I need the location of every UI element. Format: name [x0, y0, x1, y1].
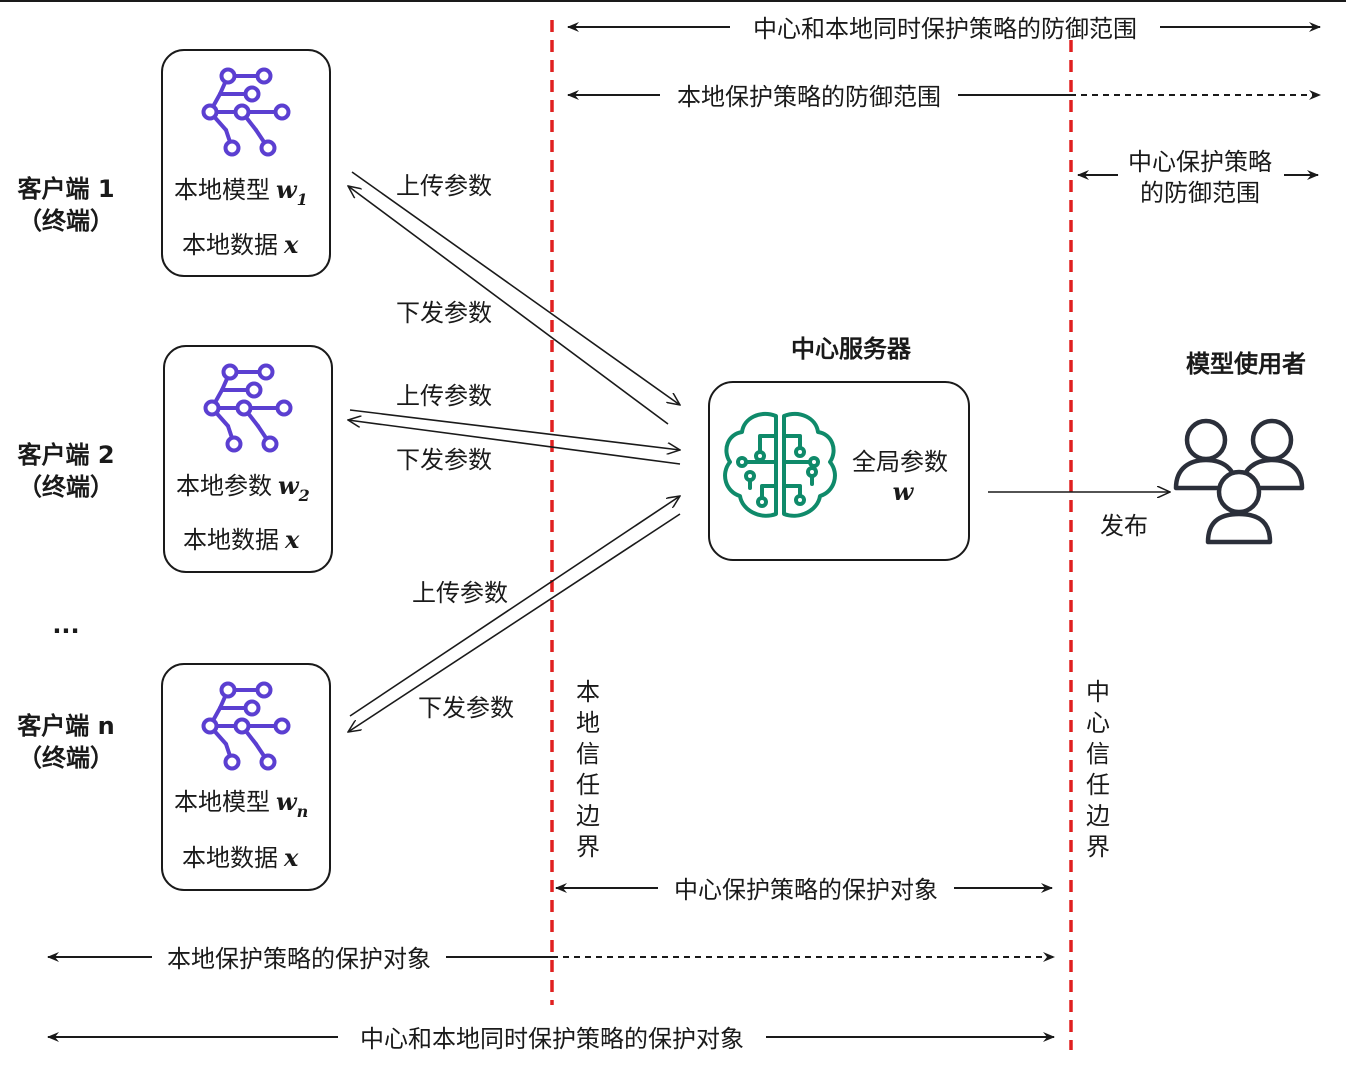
client-2-subtitle: （终端） — [18, 473, 114, 501]
range-center-defense-label-1: 中心保护策略 — [1128, 148, 1272, 176]
range-center-object-label: 中心保护策略的保护对象 — [674, 876, 938, 904]
range-both-object: 中心和本地同时保护策略的保护对象 — [47, 1025, 1055, 1053]
center-boundary-label-char: 信 — [1086, 740, 1110, 768]
range-local-object-label: 本地保护策略的保护对象 — [167, 945, 431, 973]
client-n-name: 客户端 n — [17, 712, 114, 740]
upload-label-2: 上传参数 — [396, 382, 492, 410]
server-param-label: 全局参数 — [852, 448, 948, 476]
client-1-name: 客户端 1 — [17, 175, 114, 203]
client-1-subtitle: （终端） — [18, 207, 114, 235]
local-boundary-label-char: 任 — [576, 771, 600, 799]
users-title: 模型使用者 — [1186, 350, 1306, 378]
download-label-2: 下发参数 — [396, 446, 492, 474]
local-boundary-label-char: 地 — [576, 709, 600, 737]
local-boundary-label-char: 本 — [576, 678, 600, 706]
center-boundary-label-char: 任 — [1086, 771, 1110, 799]
download-label-1: 下发参数 — [396, 299, 492, 327]
center-boundary-label-char: 心 — [1086, 709, 1110, 737]
range-center-defense-label-2: 的防御范围 — [1140, 179, 1260, 207]
range-both-object-label: 中心和本地同时保护策略的保护对象 — [360, 1025, 744, 1053]
center-boundary-label-char: 中 — [1086, 678, 1110, 706]
server-title: 中心服务器 — [791, 335, 912, 363]
model-tree-icon — [201, 67, 291, 157]
model-tree-icon — [203, 363, 293, 453]
download-label-n: 下发参数 — [418, 694, 514, 722]
brain-circuit-icon — [723, 412, 837, 518]
upload-label-n: 上传参数 — [412, 579, 508, 607]
users-group-icon — [1173, 418, 1305, 545]
server-param-symbol: w — [893, 477, 915, 506]
model-tree-icon — [201, 681, 291, 771]
range-both-defense: 中心和本地同时保护策略的防御范围 — [567, 15, 1321, 43]
local-boundary-label-char: 界 — [576, 833, 600, 861]
range-center-object: 中心保护策略的保护对象 — [555, 876, 1053, 904]
client-n-subtitle: （终端） — [18, 744, 114, 772]
publish-label: 发布 — [1100, 512, 1148, 540]
local-boundary-label-char: 信 — [576, 740, 600, 768]
client-2-name: 客户端 2 — [17, 441, 114, 469]
upload-label-1: 上传参数 — [396, 172, 492, 200]
range-local-defense-label: 本地保护策略的防御范围 — [677, 83, 941, 111]
range-local-object: 本地保护策略的保护对象 — [47, 945, 1055, 973]
range-local-defense: 本地保护策略的防御范围 — [567, 83, 1321, 111]
center-boundary-label-char: 界 — [1086, 833, 1110, 861]
range-center-defense: 中心保护策略 的防御范围 — [1077, 148, 1319, 207]
flow-client-1 — [348, 171, 680, 425]
server-box: 全局参数 w — [708, 381, 970, 561]
local-boundary-label-char: 边 — [576, 802, 600, 830]
center-boundary-label-char: 边 — [1086, 802, 1110, 830]
clients-ellipsis: ... — [52, 611, 79, 639]
range-both-defense-label: 中心和本地同时保护策略的防御范围 — [753, 15, 1137, 43]
flow-client-n — [348, 496, 680, 732]
flow-client-2 — [348, 409, 680, 465]
